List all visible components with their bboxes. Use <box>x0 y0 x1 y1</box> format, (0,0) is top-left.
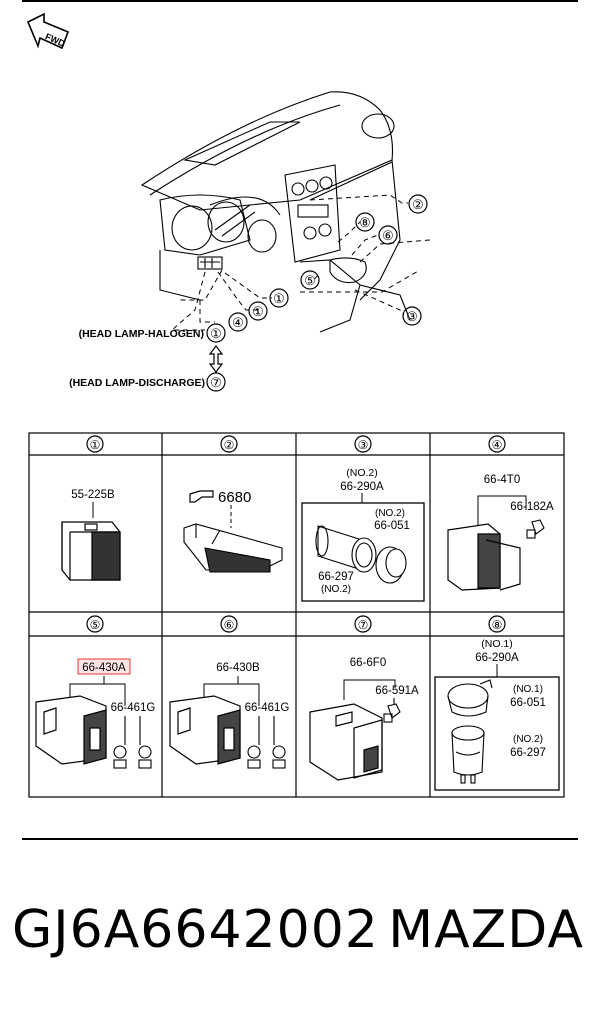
cell-8-part-297: 66-297 <box>510 747 546 759</box>
bulbs-icon-6 <box>247 716 286 769</box>
parts-diagram: FWD <box>26 12 565 798</box>
cell-7-number: ⑦ <box>358 618 369 632</box>
part-code: GJ6A6642002 <box>12 900 379 960</box>
top-rule <box>22 0 578 2</box>
cluster-panel-icon <box>183 523 283 573</box>
cell-3-part-290a: 66-290A <box>340 481 384 493</box>
switch-icon-7 <box>309 703 383 781</box>
callout-1b: ① <box>252 304 264 319</box>
cell-5-number: ⑤ <box>90 618 101 632</box>
callout-1a: ① <box>273 291 285 306</box>
cell-3-number: ③ <box>358 438 369 452</box>
cell-5-part-430a: 66-430A <box>82 662 126 674</box>
bulb-icon <box>526 519 545 539</box>
highlight-box <box>77 658 131 675</box>
cell-8-no2-mid: (NO.2) <box>513 734 543 745</box>
callout-7-discharge: ⑦ <box>210 375 222 390</box>
cell-7-part-6f0: 66-6F0 <box>350 657 386 669</box>
cell-8-no1-top: (NO.1) <box>481 638 513 650</box>
cell-4-part-182a: 66-182A <box>510 501 554 513</box>
bulb-icon-7 <box>383 698 401 723</box>
cell-6-part-461g: 66-461G <box>245 702 290 714</box>
socket-cap-icon-8 <box>447 679 493 717</box>
switch-icon-6 <box>169 695 241 765</box>
overview-callouts: ② ⑧ ⑥ ⑤ ③ ① ① ④ ① ⑦ <box>206 194 428 392</box>
double-arrow-icon <box>208 345 224 373</box>
cell-3-no2-mid: (NO.2) <box>375 508 405 519</box>
cell-2-reference: 6680 <box>218 489 251 506</box>
cell-3-no2-bottom: (NO.2) <box>321 584 351 595</box>
cell-7-part-591a: 66-591A <box>375 685 419 697</box>
cell-3-part-297: 66-297 <box>318 571 354 583</box>
cell-8-no1-mid: (NO.1) <box>513 684 543 695</box>
dashboard-illustration <box>140 91 431 333</box>
parts-table <box>28 432 565 798</box>
brand-name: MAZDA <box>388 900 584 960</box>
bulbs-icon-5 <box>113 716 152 769</box>
hand-pointer-icon <box>189 490 214 503</box>
cell-6-number: ⑥ <box>224 618 235 632</box>
switch-icon-4 <box>447 523 521 591</box>
fwd-arrow-icon: FWD <box>26 12 70 50</box>
callout-3: ③ <box>406 309 418 324</box>
bottom-rule <box>22 838 578 840</box>
cell-3-part-051: 66-051 <box>374 520 410 532</box>
socket-cap-icon <box>375 546 407 584</box>
cell-6-part-430b: 66-430B <box>216 662 260 674</box>
callout-5: ⑤ <box>304 273 316 288</box>
head-lamp-discharge-label: (HEAD LAMP-DISCHARGE) <box>69 377 205 389</box>
lighter-socket-icon-8 <box>451 725 485 784</box>
cell-8-number: ⑧ <box>492 618 503 632</box>
cell-8-part-051: 66-051 <box>510 697 546 709</box>
cell-1-number: ① <box>90 438 101 452</box>
switch-icon-5 <box>35 695 107 765</box>
callout-8: ⑧ <box>359 215 371 230</box>
switch-icon <box>61 521 121 581</box>
cell-8-part-290a: 66-290A <box>475 652 519 664</box>
callout-1-halogen: ① <box>210 326 222 341</box>
footer: GJ6A6642002 MAZDA <box>12 900 592 970</box>
cell-2-number: ② <box>224 438 235 452</box>
callout-2: ② <box>412 197 424 212</box>
cell-5-part-461g: 66-461G <box>111 702 156 714</box>
lighter-socket-icon <box>315 525 377 573</box>
callout-4: ④ <box>232 315 244 330</box>
cell-4-number: ④ <box>492 438 503 452</box>
head-lamp-halogen-label: (HEAD LAMP-HALOGEN) <box>79 328 204 340</box>
cell-1-part: 55-225B <box>71 489 115 501</box>
callout-6: ⑥ <box>382 228 394 243</box>
cell-4-part-4t0: 66-4T0 <box>484 474 520 486</box>
cell-3-no2-top: (NO.2) <box>346 467 378 479</box>
